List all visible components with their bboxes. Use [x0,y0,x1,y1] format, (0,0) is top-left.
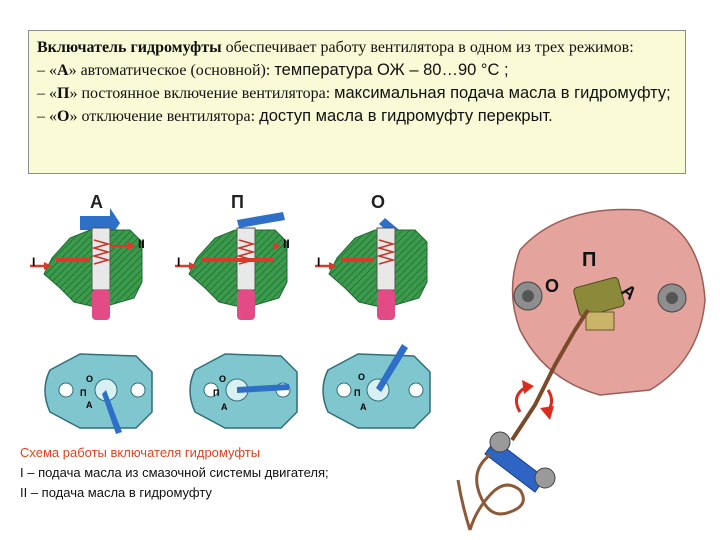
valve-a-spring [91,239,111,265]
plate-a-hole-left [58,382,74,398]
valve-a-knob [92,290,110,320]
valve-p-inlet-arrowhead [189,262,197,270]
valve-a-outlet-arrowhead [128,242,136,250]
valve-diagram-o: О I [315,192,428,320]
mode-o-line: – «О» отключение вентилятора: доступ мас… [37,105,677,128]
plate-a-mark-o: О [86,374,93,384]
plate-a-mark-a: А [86,400,93,410]
mode-p-line: – «П» постоянное включение вентилятора: … [37,82,677,105]
mode-p-detail: максимальная подача масла в гидромуфту; [334,84,671,102]
valve-p-lever-arrow [237,212,285,228]
photo-cable [456,453,525,531]
photo-actuator [484,439,546,493]
mode-a-prefix: – « [37,62,57,79]
photo-bolt-left-center [522,290,534,302]
mode-p-prefix: – « [37,85,57,102]
photo-rotation-arrowhead-bottom [540,406,554,420]
mode-a-letter: А [57,62,69,79]
mode-o-detail: доступ масла в гидромуфту перекрыт. [259,107,553,125]
plate-o-lever [376,344,408,392]
valve-p-outlet-label: II [283,237,290,251]
plate-p-mark-a: А [221,402,228,412]
intro-paragraph: Включатель гидромуфты обеспечивает работ… [37,37,677,59]
mode-a-detail: температура ОЖ – 80…90 °С ; [274,61,509,79]
caption-line-2: II – подача масла в гидромуфту [20,485,212,500]
plate-o-hole-left [336,382,352,398]
intro-rest: обеспечивает работу вентилятора в одном … [221,39,634,56]
photo-rotation-arrowhead-top [522,380,534,394]
valve-a-inlet-arrowhead [44,262,52,270]
photo-switch-base [585,311,615,331]
plate-a-hole-right [130,382,146,398]
plate-o-hole-right [408,382,424,398]
mode-o-desc: » отключение вентилятора: [69,108,260,125]
plate-p-hole-left [203,382,219,398]
mode-a-desc: » автоматическое (основной): [68,62,275,79]
caption-line-1: I – подача масла из смазочной системы дв… [20,465,329,480]
switch-photo: П О А [456,208,706,531]
photo-actuator-bolt-top [489,431,511,453]
photo-bolt-right-center [666,292,678,304]
diagram-caption: Схема работы включателя гидромуфты I – п… [20,443,329,503]
plate-o-mark-o: О [358,372,365,382]
mode-o-prefix: – « [37,108,57,125]
description-box: Включатель гидромуфты обеспечивает работ… [28,30,686,174]
photo-mark-o: О [545,276,559,296]
plate-p-lever [237,384,289,393]
valve-diagram-a: А I II [30,192,145,320]
valve-p-inlet-label: I [177,255,180,269]
photo-switch-block [573,276,625,318]
photo-rod [510,308,590,442]
intro-title: Включатель гидромуфты [37,39,222,56]
photo-mark-p: П [582,249,596,271]
valve-p-outlet-arrowhead [273,242,281,250]
mode-p-desc: » постоянное включение вентилятора: [69,85,335,102]
valve-a-inlet-label: I [32,255,35,269]
plate-a-lever [102,390,122,434]
valve-o-mode-label: О [371,192,385,212]
valve-o-knob [377,290,395,320]
valve-diagram-p: П I II [175,192,290,320]
plate-o-mark-a: А [360,402,367,412]
plate-p: О П А [189,353,298,429]
plate-o-mark-p: П [354,388,360,398]
valve-p-knob [237,290,255,320]
plate-a-mark-p: П [80,388,86,398]
plate-a: О П А [44,353,153,434]
valve-a-outlet-label: II [138,237,145,251]
valve-o-spring [376,239,396,265]
plate-p-mark-p: П [213,388,219,398]
mode-p-letter: П [57,85,70,102]
valve-a-mode-label: А [90,192,103,212]
photo-actuator-bolt-bottom [534,467,556,489]
mode-o-letter: О [57,108,70,125]
caption-title: Схема работы включателя гидромуфты [20,445,261,460]
mode-a-line: – «А» автоматическое (основной): темпера… [37,59,677,82]
plate-o: О П А [322,344,431,429]
valve-p-mode-label: П [231,192,244,212]
valve-o-inlet-label: I [317,255,320,269]
plate-p-mark-o: О [219,374,226,384]
valve-o-inlet-arrowhead [329,262,337,270]
